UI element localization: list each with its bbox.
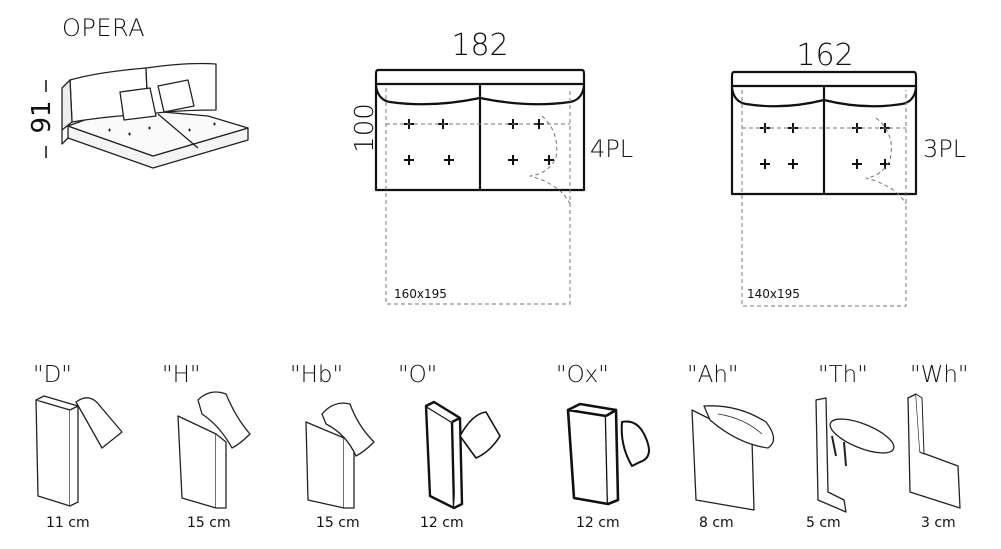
option-wh-drawing [907,393,961,509]
option-thickness-d: 11 cm [46,515,90,531]
option-code-o: "O" [398,362,438,388]
option-code-ah: "Ah" [687,362,739,388]
option-ox-drawing [566,402,650,506]
option-code-th: "Th" [818,362,868,388]
product-title: OPERA [62,14,146,42]
option-code-wh: "Wh" [910,362,969,388]
option-th-drawing [815,397,895,513]
option-thickness-th: 5 cm [806,515,841,531]
sofa-1-plan-drawing [374,68,586,305]
sofa-1-places: 4PL [590,135,634,163]
option-code-ox: "Ox" [556,362,609,388]
sofa-perspective-drawing [61,62,249,169]
option-thickness-wh: 3 cm [921,515,956,531]
option-d-drawing [35,395,123,507]
sofa-2-width: 162 [796,38,854,73]
sofa-1-width: 182 [451,28,509,63]
option-thickness-h: 15 cm [187,515,231,531]
option-h-drawing [177,391,251,509]
option-hb-drawing [305,402,375,509]
height-label: 91 [27,100,57,134]
option-thickness-o: 12 cm [420,515,464,531]
option-ah-drawing [691,405,775,511]
option-code-h: "H" [162,362,201,388]
height-dimension-line [45,80,47,158]
sofa-1-bed-size: 160x195 [394,287,447,301]
option-o-drawing [424,400,501,510]
sofa-2-plan-drawing [730,70,918,307]
option-thickness-ah: 8 cm [699,515,734,531]
option-thickness-ox: 12 cm [576,515,620,531]
sofa-2-bed-size: 140x195 [747,287,800,301]
sofa-2-places: 3PL [923,135,967,163]
option-thickness-hb: 15 cm [316,515,360,531]
option-code-d: "D" [33,362,72,388]
option-code-hb: "Hb" [290,362,344,388]
